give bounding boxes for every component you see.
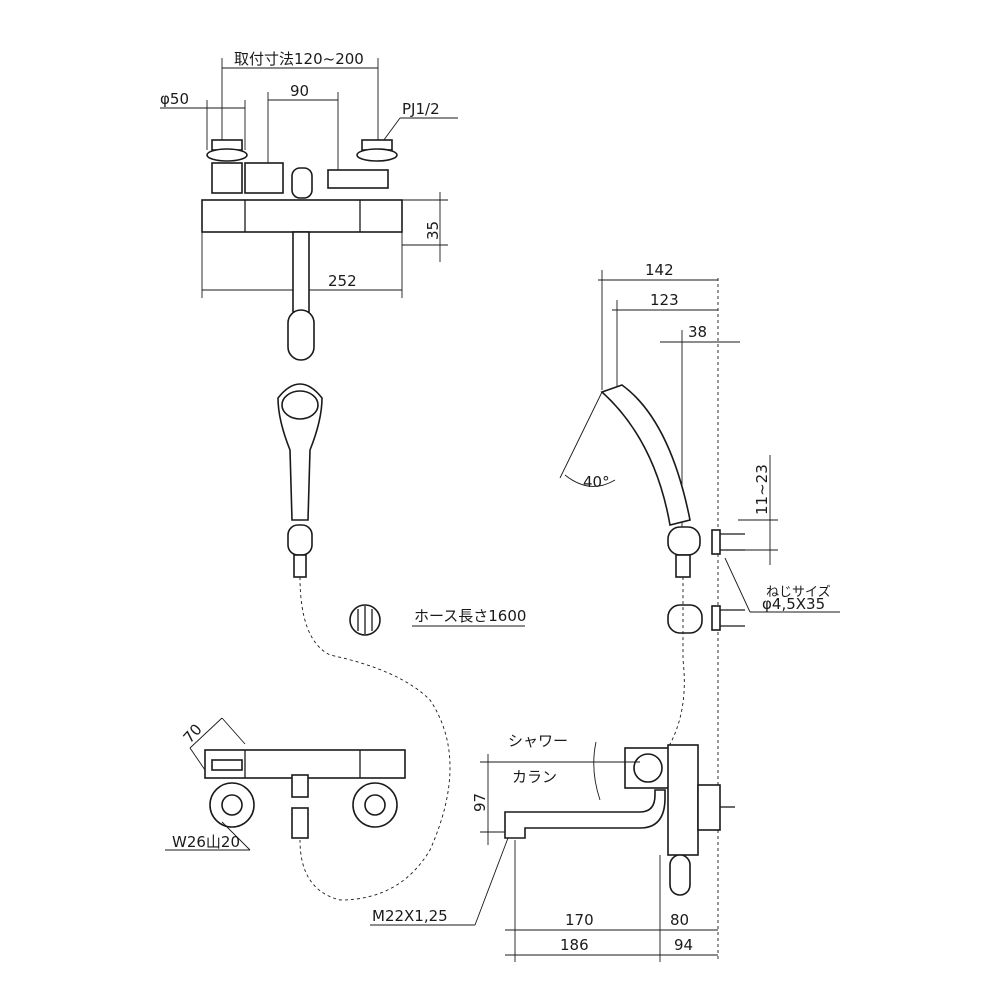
hose-length-callout: ホース長さ1600 bbox=[349, 604, 526, 636]
top-view: 70 W26山20 bbox=[165, 717, 406, 851]
screw-size-title: ねじサイズ bbox=[766, 584, 831, 600]
height-35-label: 35 bbox=[424, 221, 442, 240]
dim-94-label: 94 bbox=[674, 936, 693, 954]
m22-label: M22X1,25 bbox=[372, 907, 448, 925]
front-view: 取付寸法120~200 φ50 90 PJ1/2 35 bbox=[160, 50, 458, 361]
diameter-label: φ50 bbox=[160, 90, 189, 108]
dim-186-label: 186 bbox=[560, 936, 589, 954]
depth-70-label: 70 bbox=[180, 720, 206, 746]
dim-170-label: 170 bbox=[565, 911, 594, 929]
hand-shower-front bbox=[277, 383, 451, 901]
dim-38-label: 38 bbox=[688, 323, 707, 341]
width-90-label: 90 bbox=[290, 82, 309, 100]
dim-123-label: 123 bbox=[650, 291, 679, 309]
width-252-label: 252 bbox=[328, 272, 357, 290]
hose-length-label: ホース長さ1600 bbox=[414, 607, 526, 625]
thread-label: PJ1/2 bbox=[402, 100, 440, 118]
range-11-23-label: 11~23 bbox=[753, 464, 771, 515]
dim-80-label: 80 bbox=[670, 911, 689, 929]
shower-label: シャワー bbox=[508, 732, 568, 750]
mount-pitch-label: 取付寸法120~200 bbox=[234, 50, 364, 68]
w26-label: W26山20 bbox=[172, 833, 240, 851]
dim-97-label: 97 bbox=[471, 793, 489, 812]
side-view: 142 123 38 40° 11~23 ねじサイズ φ4,5X35 bbox=[370, 261, 840, 962]
faucet-label: カラン bbox=[512, 768, 557, 786]
angle-label: 40° bbox=[583, 473, 610, 491]
dim-142-label: 142 bbox=[645, 261, 674, 279]
screw-size-label: φ4,5X35 bbox=[762, 595, 825, 613]
